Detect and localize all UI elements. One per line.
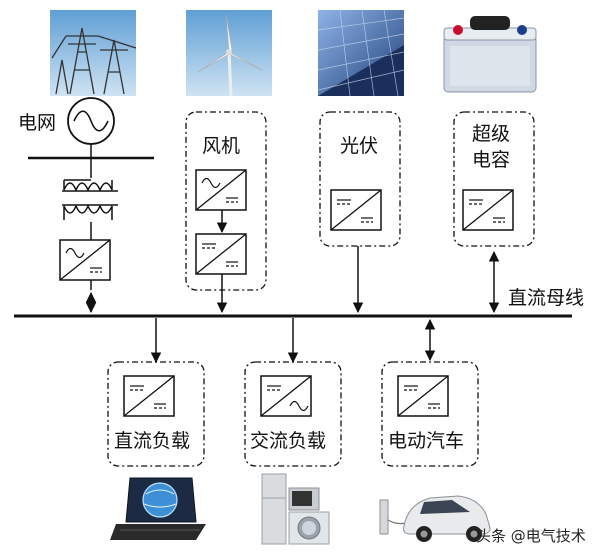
ev-unit-box: [381, 361, 479, 467]
appliances-image: [261, 473, 330, 545]
supercap-label-line2: 电容: [472, 149, 510, 171]
grid-source-symbol: [67, 97, 115, 145]
wind-unit-box: [185, 111, 267, 291]
pv-unit-box: [319, 111, 401, 247]
transmission-tower-image: [50, 10, 137, 96]
ac-load-inverter: [260, 375, 312, 417]
supercapacitor-image: [436, 8, 544, 98]
dc-load-label: 直流负载: [114, 430, 190, 452]
wind-ac-dc-converter: [195, 169, 247, 211]
wind-dc-dc-converter: [195, 233, 247, 275]
solar-panel-image: [317, 9, 405, 97]
watermark-text: 头条 @电气技术: [476, 527, 586, 545]
wind-label: 风机: [202, 135, 240, 157]
grid-converter: [59, 239, 111, 281]
supercap-unit-box: [453, 111, 535, 247]
dc-bus-label: 直流母线: [508, 287, 584, 309]
pv-dc-dc-converter: [330, 189, 382, 231]
supercap-dc-dc-converter: [462, 189, 514, 231]
electric-car-image: [379, 495, 491, 542]
ev-label: 电动汽车: [388, 430, 464, 452]
ev-dc-dc-converter: [397, 375, 449, 417]
ac-load-unit-box: [244, 361, 342, 467]
supercap-label-line1: 超级: [472, 123, 510, 145]
pv-label: 光伏: [340, 135, 378, 157]
grid-label: 电网: [18, 112, 56, 134]
dc-load-dc-dc-converter: [123, 375, 175, 417]
laptop-image: [110, 477, 206, 540]
ac-load-label: 交流负载: [250, 430, 326, 452]
wind-turbine-image: [186, 10, 272, 97]
dc-load-unit-box: [107, 361, 205, 467]
transformer-symbol: [62, 179, 118, 220]
